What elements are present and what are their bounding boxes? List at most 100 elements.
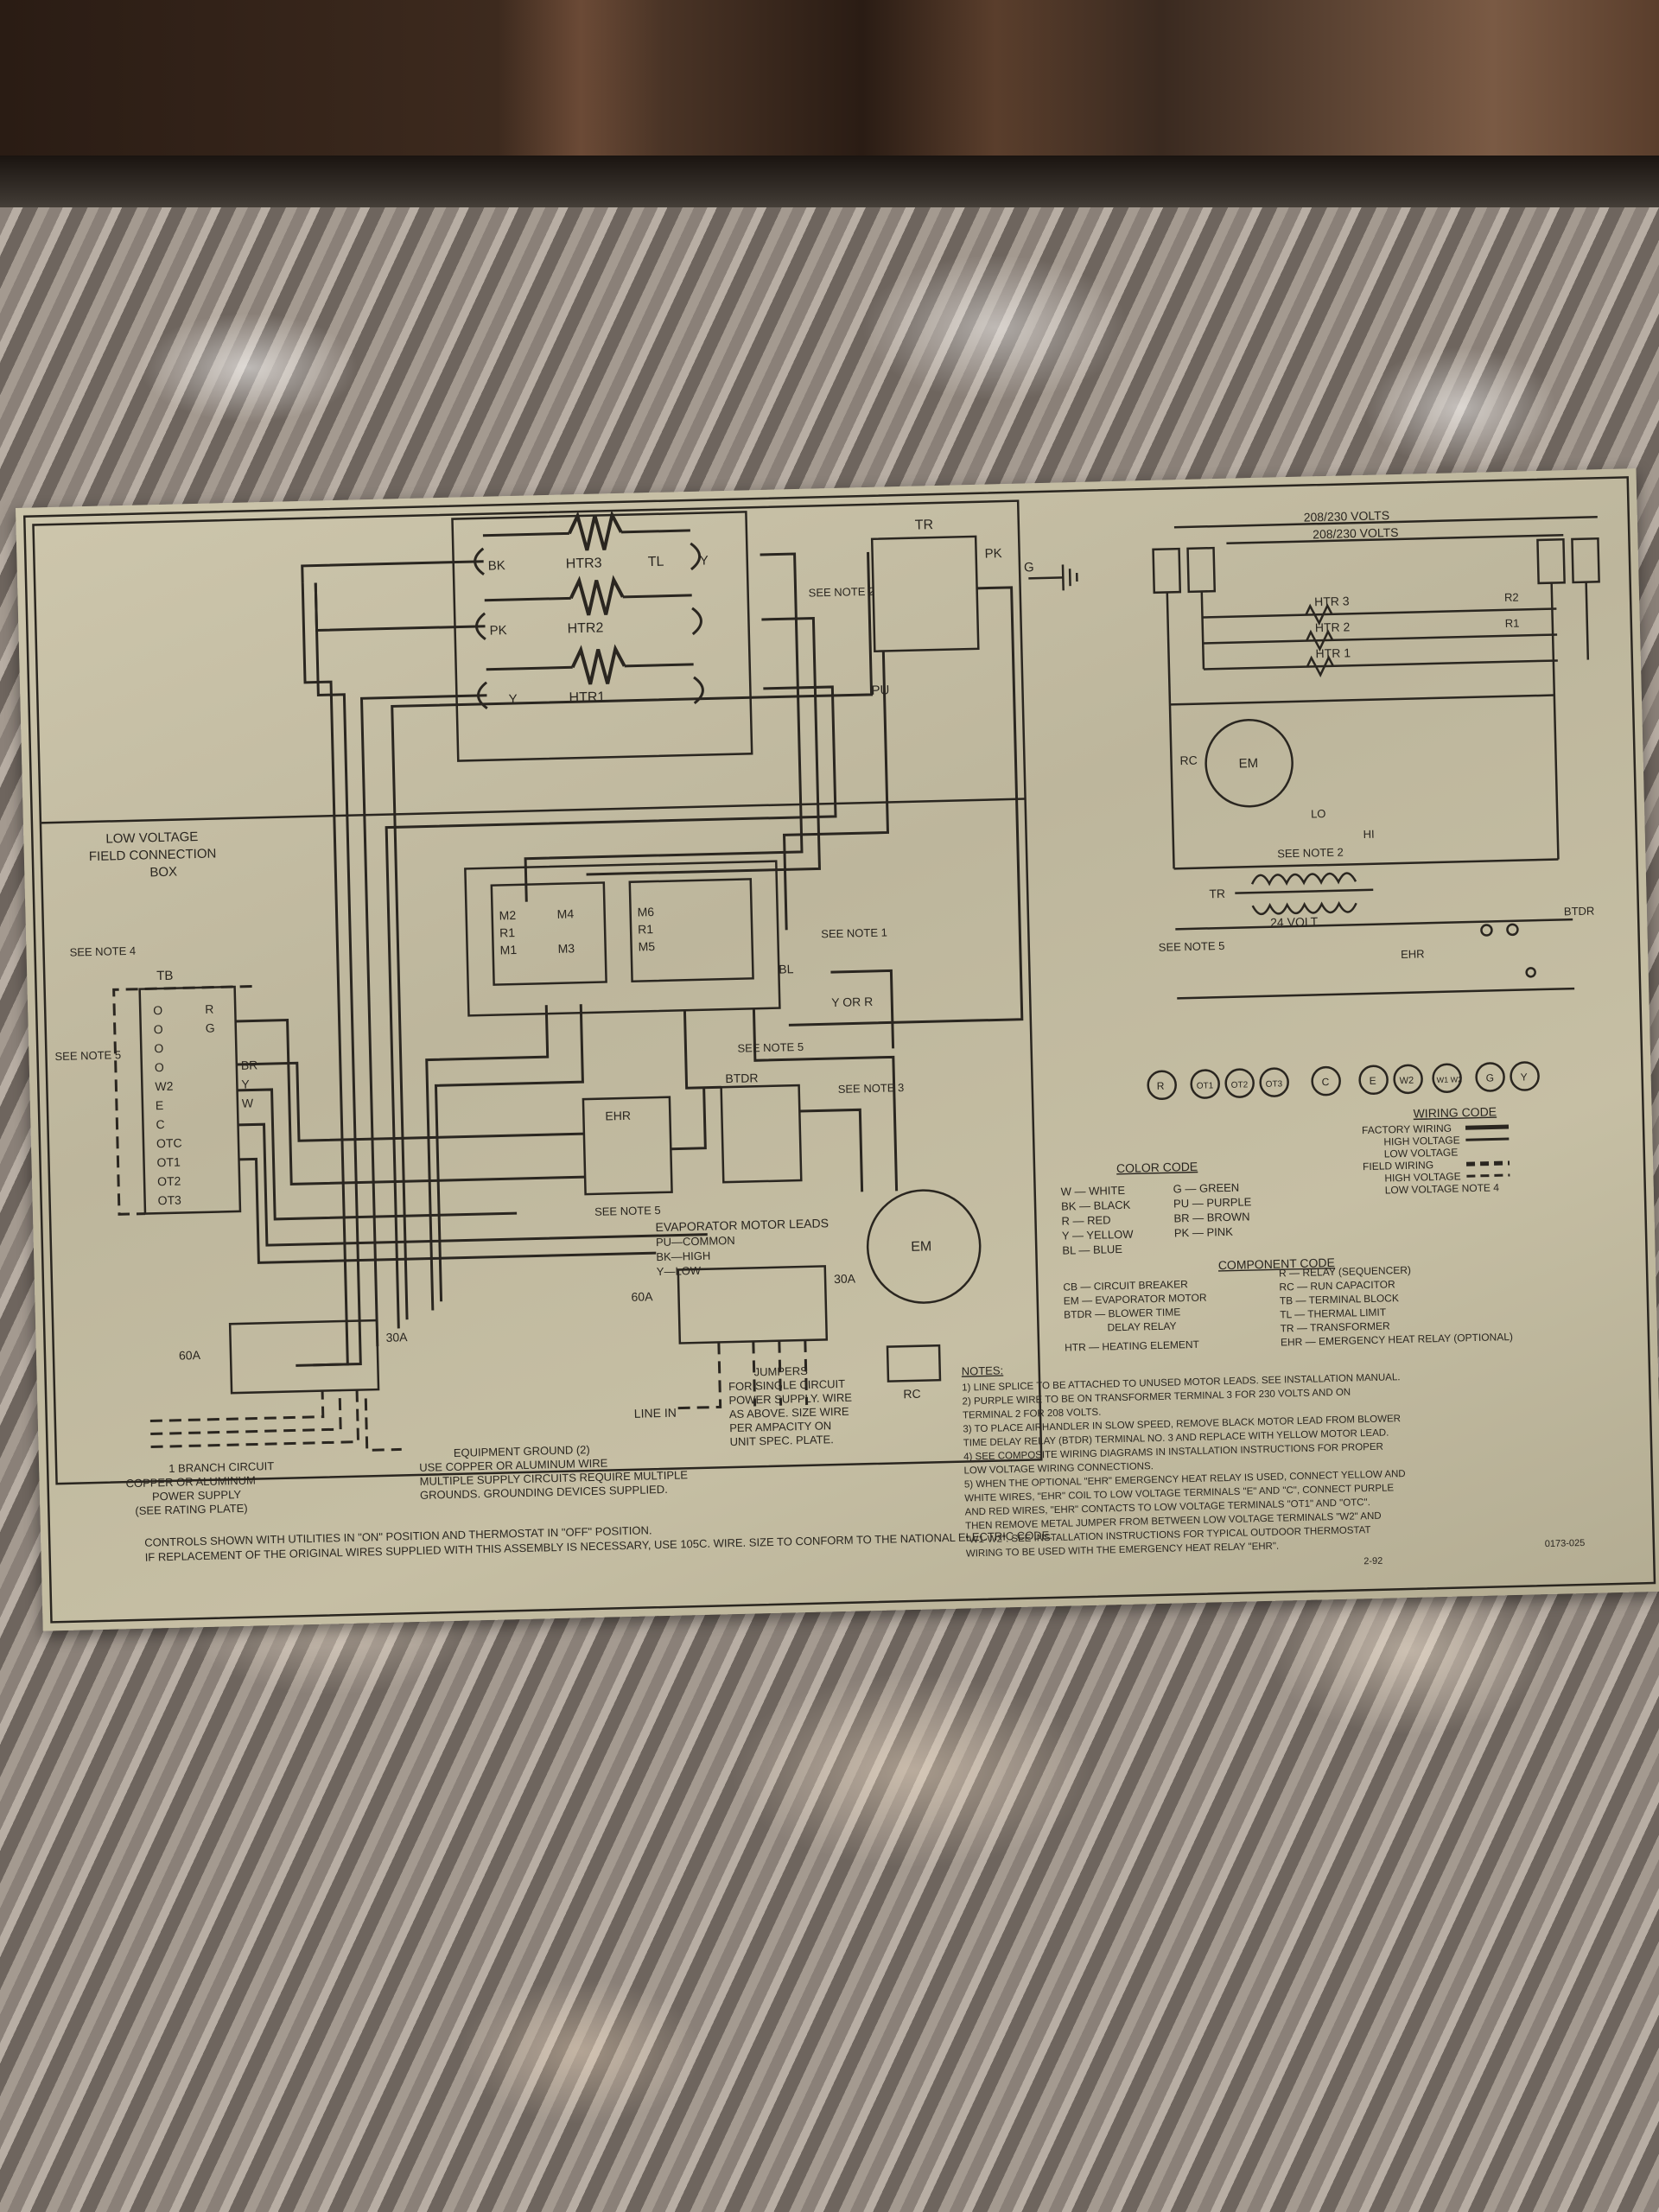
tb-left-7: OTC [156, 1136, 182, 1151]
relay-r1b: R1 [638, 922, 653, 936]
notes-title: NOTES: [962, 1363, 1004, 1377]
diagram-text: HTR3 HTR2 HTR1 TL TR SEE NOTE 2 G PK BK … [54, 508, 1595, 1567]
term-7: W1 W2 [1437, 1075, 1463, 1084]
ground-1: EQUIPMENT GROUND (2) [454, 1443, 590, 1459]
tb-left-9: OT2 [157, 1174, 181, 1189]
wc-1: FACTORY WIRING [1362, 1122, 1452, 1137]
mid-30a: 30A [834, 1272, 856, 1287]
terminal-labels: R OT1 OT2 OT3 C E W2 W1 W2 G Y [1157, 1071, 1528, 1091]
branch-1: 1 BRANCH CIRCUIT [168, 1459, 274, 1475]
see-note-1-label: SEE NOTE 1 [821, 925, 887, 940]
pk-label-htr: PK [489, 623, 506, 638]
see-note-2-right: SEE NOTE 2 [1277, 846, 1344, 861]
tb-left-3: O [155, 1060, 164, 1074]
term-6: W2 [1400, 1076, 1414, 1086]
rev-label: 2-92 [1363, 1556, 1382, 1567]
term-1: OT1 [1197, 1081, 1214, 1090]
term-4: C [1322, 1076, 1330, 1088]
y-label-tl3: Y [700, 553, 709, 568]
line-in-label: LINE IN [634, 1406, 677, 1421]
relay-box [464, 860, 781, 1017]
wiring-code-samples [1465, 1124, 1510, 1178]
ladder-htr2: HTR 2 [1315, 620, 1351, 634]
wc-6: LOW VOLTAGE NOTE 4 [1385, 1181, 1500, 1196]
relay-r1: R1 [499, 925, 515, 939]
em-motor-left [866, 1189, 982, 1304]
wire-bundle [235, 551, 1024, 1367]
rc-label-left: RC [903, 1387, 921, 1401]
bl-label: BL [779, 962, 794, 976]
doc-code: 0173-025 [1545, 1538, 1586, 1549]
terminal-row [1147, 1061, 1540, 1101]
term-8: G [1485, 1071, 1494, 1084]
tb-left-10: OT3 [157, 1193, 181, 1208]
pu-label: PU [871, 683, 889, 698]
heater-elements [568, 510, 626, 685]
twentyfour-volt: 24 VOLT [1270, 914, 1319, 929]
field-box-title-2: FIELD CONNECTION [89, 846, 217, 864]
transformer-label: TR [915, 518, 934, 533]
cc-left-1: BK — BLACK [1061, 1198, 1131, 1213]
comp-right-5: EHR — EMERGENCY HEAT RELAY (OPTIONAL) [1281, 1331, 1513, 1349]
ladder-lo: LO [1311, 807, 1326, 820]
bk-label-htr: BK [488, 558, 505, 573]
y-label-htr: Y [508, 692, 517, 707]
evap-bk: BK—HIGH [656, 1249, 710, 1264]
evap-y: Y—LOW [657, 1264, 702, 1278]
htr2-label: HTR2 [567, 620, 603, 636]
evap-pu: PU—COMMON [656, 1234, 735, 1249]
left-30a: 30A [385, 1330, 408, 1344]
component-code-list: CB — CIRCUIT BREAKER EM — EVAPORATOR MOT… [1063, 1264, 1513, 1354]
cc-right-2: BR — BROWN [1173, 1210, 1249, 1224]
jumpers-6: UNIT SPEC. PLATE. [729, 1433, 834, 1448]
htr1-label: HTR1 [569, 690, 605, 705]
ehr-box [582, 1096, 673, 1196]
relay-m5: M5 [638, 939, 655, 953]
comp-right-1: RC — RUN CAPACITOR [1279, 1278, 1395, 1293]
branch-2: COPPER OR ALUMINUM [125, 1474, 256, 1491]
term-0: R [1157, 1080, 1165, 1092]
color-code-title: COLOR CODE [1116, 1160, 1198, 1175]
note-6: LOW VOLTAGE WIRING CONNECTIONS. [963, 1461, 1154, 1476]
cc-left-3: Y — YELLOW [1062, 1228, 1135, 1243]
ladder-htr3: HTR 3 [1314, 594, 1350, 608]
relay-m6: M6 [637, 905, 654, 918]
tb-right-4: Y [241, 1077, 250, 1091]
comp-left-1: EM — EVAPORATOR MOTOR [1064, 1292, 1207, 1307]
heater-box [451, 511, 753, 762]
cc-right-0: G — GREEN [1173, 1181, 1239, 1196]
see-note-5-ehr: SEE NOTE 5 [594, 1204, 661, 1218]
wiring-diagram-label: HTR3 HTR2 HTR1 TL TR SEE NOTE 2 G PK BK … [16, 468, 1659, 1631]
comp-left-4: HTR — HEATING ELEMENT [1065, 1338, 1200, 1354]
wc-5: HIGH VOLTAGE [1384, 1170, 1461, 1184]
ladder-r1: R1 [1505, 617, 1520, 630]
tb-terminal-labels: O O O O W2 E C OTC OT1 OT2 OT3 R G BR Y … [153, 1002, 257, 1208]
see-note-5-right: SEE NOTE 5 [1159, 939, 1225, 954]
see-note-5-tb: SEE NOTE 5 [54, 1048, 121, 1063]
breaker-bank-left [228, 1319, 380, 1395]
comp-left-3: DELAY RELAY [1107, 1319, 1176, 1333]
relay-m2: M2 [499, 908, 516, 922]
ehr-right: EHR [1401, 947, 1425, 961]
htr3-label: HTR3 [566, 556, 602, 571]
see-note-3-label: SEE NOTE 3 [838, 1081, 905, 1096]
ladder-r2: R2 [1504, 591, 1519, 604]
volts-top-1: 208/230 VOLTS [1304, 508, 1390, 524]
ladder-htr1: HTR 1 [1315, 645, 1351, 660]
tb-left-4: W2 [155, 1079, 174, 1094]
note-2: TERMINAL 2 FOR 208 VOLTS. [963, 1408, 1102, 1421]
run-capacitor [886, 1344, 942, 1382]
btdr-right: BTDR [1564, 904, 1595, 918]
wc-2: HIGH VOLTAGE [1383, 1134, 1460, 1147]
jumpers-3: POWER SUPPLY. WIRE [728, 1391, 852, 1407]
color-code-list: W — WHITE BK — BLACK R — RED Y — YELLOW … [1061, 1181, 1252, 1257]
ground-2: USE COPPER OR ALUMINUM WIRE [419, 1457, 608, 1474]
field-box-title-3: BOX [149, 865, 177, 880]
comp-left-2: BTDR — BLOWER TIME [1064, 1306, 1180, 1320]
comp-left-0: CB — CIRCUIT BREAKER [1063, 1278, 1188, 1294]
pk-label-tr: PK [984, 546, 1001, 561]
btdr-box [720, 1084, 803, 1184]
ground-g-label: G [1024, 560, 1034, 575]
wiring-code-list: FACTORY WIRING HIGH VOLTAGE LOW VOLTAGE … [1362, 1122, 1500, 1197]
tb-left-1: O [154, 1022, 163, 1036]
